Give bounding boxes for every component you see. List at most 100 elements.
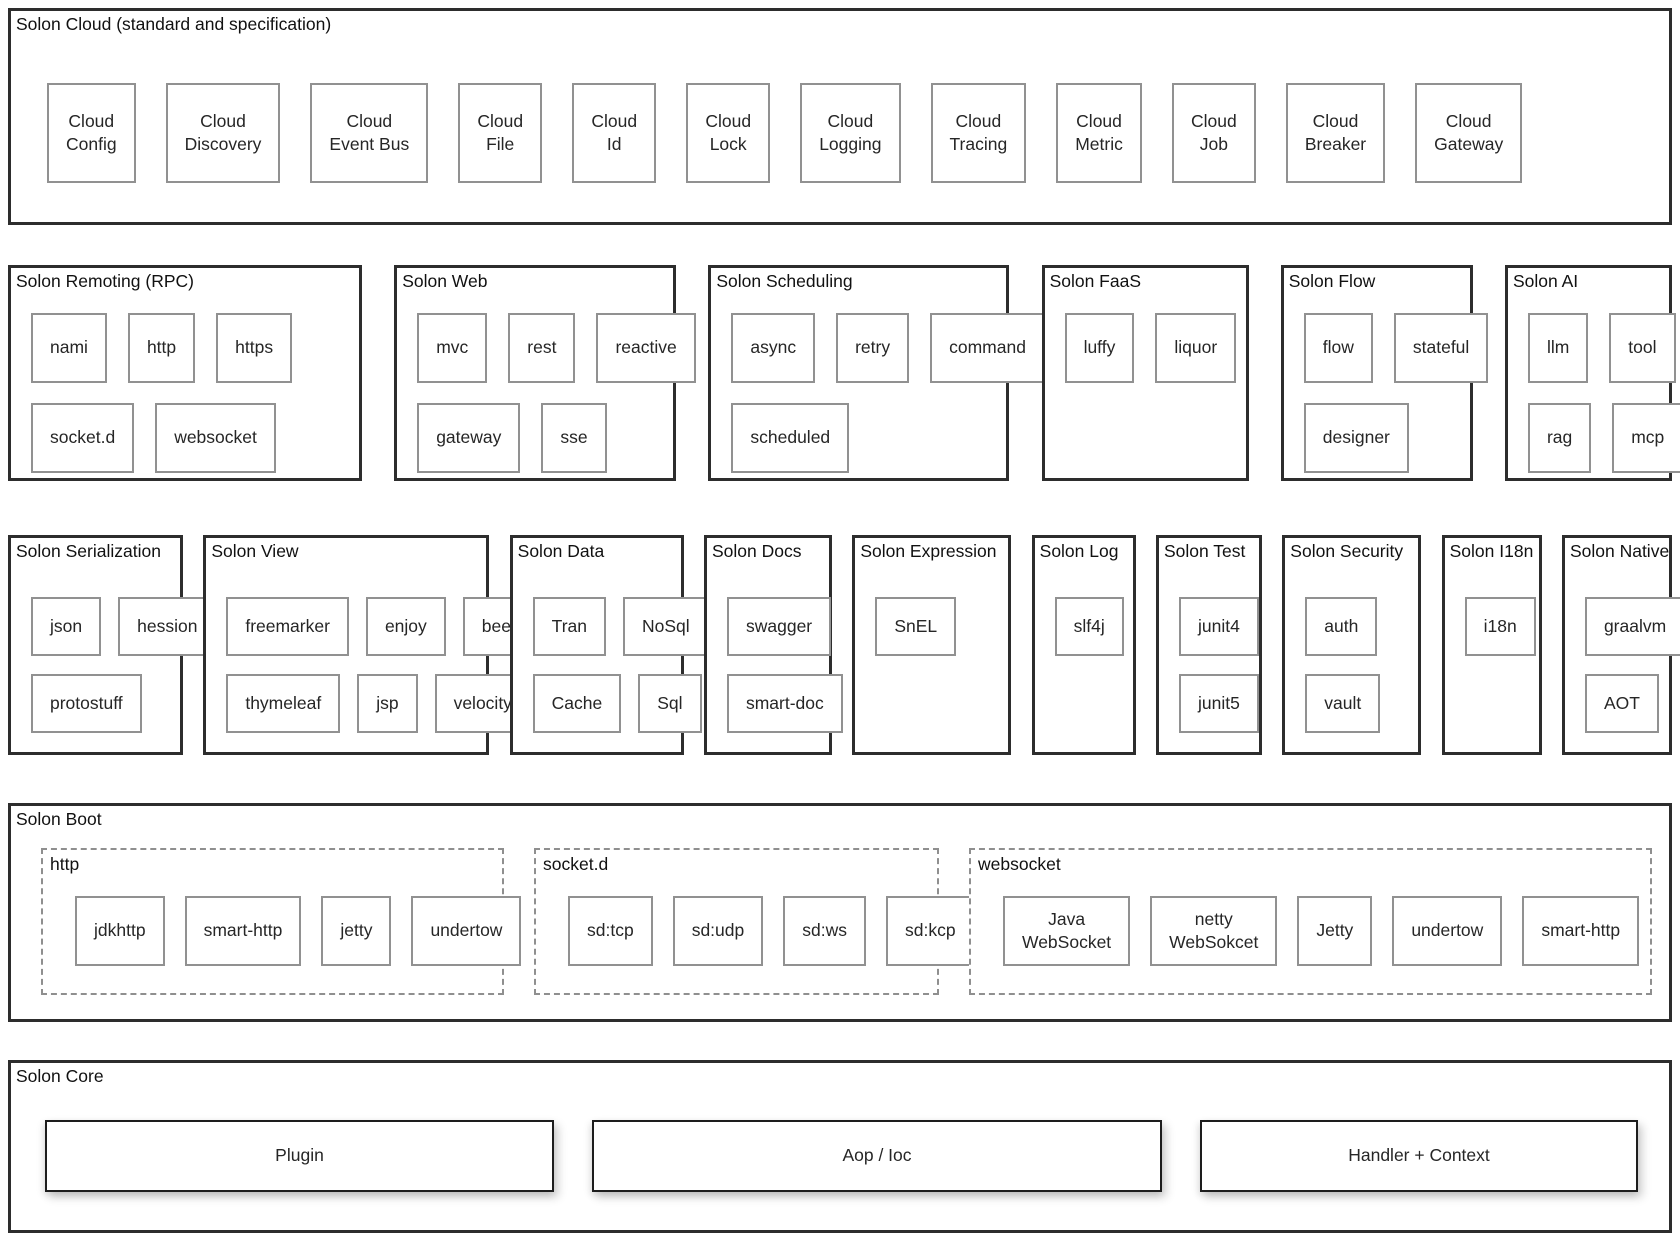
log-items: slf4j	[1035, 538, 1133, 656]
component-box-junit4: junit4	[1178, 597, 1259, 656]
expression-items: SnEL	[855, 538, 1008, 656]
component-box-auth: auth	[1305, 597, 1378, 656]
component-box-json: json	[31, 597, 102, 656]
component-row: vault	[1305, 674, 1381, 733]
component-box-smart-http: smart-http	[1522, 896, 1640, 966]
component-box-graalvm: graalvm	[1584, 597, 1680, 656]
component-box-sql: Sql	[638, 674, 702, 733]
section-solon-log: Solon Log slf4j	[1031, 535, 1136, 755]
component-box-undertow: undertow	[411, 896, 522, 966]
component-row: SnEL	[875, 597, 957, 656]
component-box-nosql: NoSql	[623, 597, 709, 656]
component-box-cloud-id: Cloud Id	[572, 83, 657, 183]
component-box-rest: rest	[508, 313, 576, 383]
component-box-flow: flow	[1303, 313, 1373, 383]
component-box-sd-kcp: sd:kcp	[885, 896, 975, 966]
component-box-thymeleaf: thymeleaf	[226, 674, 341, 733]
component-box-aot: AOT	[1584, 674, 1659, 733]
component-row: junit5	[1178, 674, 1259, 733]
component-box-i18n: i18n	[1464, 597, 1536, 656]
boot-group-title-http: http	[50, 854, 80, 874]
section-solon-cloud: Solon Cloud (standard and specification)…	[8, 8, 1672, 225]
component-box-freemarker: freemarker	[226, 597, 349, 656]
section-title-solon-scheduling: Solon Scheduling	[716, 271, 853, 291]
component-box-mvc: mvc	[417, 313, 488, 383]
section-title-solon-docs: Solon Docs	[711, 541, 802, 561]
section-title-solon-faas: Solon FaaS	[1049, 271, 1142, 291]
component-box-cloud-discovery: Cloud Discovery	[165, 83, 281, 183]
section-title-solon-expression: Solon Expression	[860, 541, 997, 561]
component-box-jdkhttp: jdkhttp	[75, 896, 165, 966]
component-box-protostuff: protostuff	[31, 674, 142, 733]
section-title-solon-view: Solon View	[211, 541, 299, 561]
component-box-retry: retry	[836, 313, 910, 383]
section-title-solon-security: Solon Security	[1290, 541, 1404, 561]
component-box-reactive: reactive	[596, 313, 696, 383]
component-box-aop-ioc: Aop / Ioc	[592, 1120, 1162, 1192]
component-box-plugin: Plugin	[45, 1120, 554, 1192]
component-box-command: command	[930, 313, 1045, 383]
component-box-smart-doc: smart-doc	[726, 674, 843, 733]
section-solon-expression: Solon Expression SnEL	[852, 535, 1012, 755]
component-box-cloud-job: Cloud Job	[1171, 83, 1256, 183]
component-box-smart-http: smart-http	[184, 896, 302, 966]
component-row: slf4j	[1054, 597, 1124, 656]
component-box-cloud-tracing: Cloud Tracing	[930, 83, 1027, 183]
section-solon-security: Solon Security auth vault	[1282, 535, 1422, 755]
section-title-solon-web: Solon Web	[402, 271, 488, 291]
component-box-swagger: swagger	[726, 597, 832, 656]
component-row: graalvm	[1584, 597, 1680, 656]
security-items: auth vault	[1285, 538, 1418, 733]
boot-group-title-socketd: socket.d	[543, 854, 609, 874]
component-box-vault: vault	[1305, 674, 1381, 733]
component-row: auth	[1305, 597, 1378, 656]
component-box-jetty: Jetty	[1297, 896, 1373, 966]
component-box-designer: designer	[1303, 403, 1409, 473]
component-row: smart-doc	[726, 674, 843, 733]
component-box-cache: Cache	[532, 674, 622, 733]
component-box-sd-udp: sd:udp	[672, 896, 764, 966]
component-box-socket-d: socket.d	[31, 403, 135, 473]
component-box-java-websocket: Java WebSocket	[1003, 896, 1131, 966]
test-items: junit4 junit5	[1159, 538, 1259, 733]
component-box-sd-ws: sd:ws	[783, 896, 866, 966]
component-box-cloud-gateway: Cloud Gateway	[1415, 83, 1523, 183]
component-box-sse: sse	[541, 403, 607, 473]
component-row: AOT	[1584, 674, 1659, 733]
component-box-tran: Tran	[532, 597, 606, 656]
section-title-solon-i18n: Solon I18n	[1449, 541, 1534, 561]
boot-group-title-websocket: websocket	[978, 854, 1061, 874]
section-title-solon-serialization: Solon Serialization	[16, 541, 161, 561]
section-title-solon-flow: Solon Flow	[1288, 271, 1376, 291]
